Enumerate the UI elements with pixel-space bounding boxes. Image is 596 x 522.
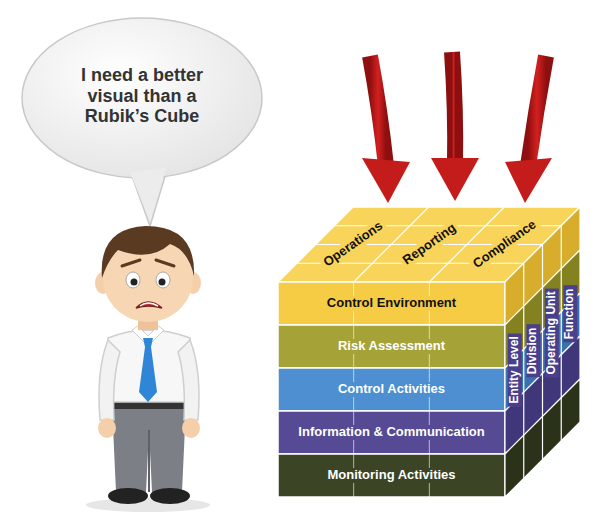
red-arrows-part <box>452 52 455 164</box>
label-text: Operating Unit <box>545 288 559 377</box>
coso-cube-part <box>542 245 543 460</box>
cartoon-man-part <box>148 430 150 492</box>
component-band: Control Environment <box>278 282 505 325</box>
cartoon-man-part <box>159 279 166 286</box>
speech-bubble-shape <box>22 18 262 226</box>
cartoon-man-part <box>99 340 120 420</box>
label-text: Division <box>526 325 540 378</box>
label-text: Reporting <box>397 219 461 270</box>
component-band: Monitoring Activities <box>278 454 505 497</box>
cartoon-man-part <box>112 405 186 492</box>
coso-cube <box>278 207 580 497</box>
label-text: Monitoring Activities <box>324 468 458 483</box>
cartoon-man-part <box>98 418 116 438</box>
red-arrows-part <box>362 158 410 203</box>
label-text: Function <box>564 285 578 342</box>
coso-cube-part <box>561 226 562 441</box>
objective-label: Reporting <box>397 219 461 270</box>
label-text: Entity Level <box>508 333 522 406</box>
coso-cube-part <box>278 325 505 368</box>
red-arrows-part <box>528 56 546 166</box>
structure-label: Entity Level <box>508 333 522 406</box>
speech-bubble-shape-part <box>130 168 166 222</box>
cartoon-man-part <box>126 272 140 288</box>
cartoon-man-part <box>139 338 157 402</box>
cartoon-man-part <box>178 340 199 420</box>
component-band: Risk Assessment <box>278 325 505 368</box>
cartoon-man <box>86 226 210 512</box>
red-arrows-part <box>431 158 479 201</box>
label-text: I need a better visual than a Rubik’s Cu… <box>67 65 217 127</box>
cartoon-man-part <box>140 303 158 306</box>
speech-bubble: I need a better visual than a Rubik’s Cu… <box>67 65 217 127</box>
cartoon-man-part <box>106 330 192 402</box>
cartoon-man-part <box>156 260 174 266</box>
structure-label: Operating Unit <box>545 288 559 377</box>
coso-cube-part <box>523 263 524 478</box>
objective-label: Compliance <box>468 215 542 273</box>
label-text: Information & Communication <box>295 425 487 440</box>
component-band: Control Activities <box>278 368 505 411</box>
cartoon-man-part <box>136 302 162 308</box>
red-arrows-part <box>370 56 386 166</box>
speech-bubble-shape-part <box>22 18 262 178</box>
label-text: Risk Assessment <box>335 339 448 354</box>
objective-label: Operations <box>318 217 388 272</box>
coso-cube-part <box>278 454 505 497</box>
label-text: Control Environment <box>324 296 459 311</box>
coso-cube-part <box>278 282 505 325</box>
cartoon-man-part <box>102 226 194 278</box>
cartoon-man-part <box>131 279 138 286</box>
cartoon-man-part <box>122 260 140 266</box>
red-arrows <box>362 52 552 203</box>
cartoon-man-part <box>182 418 200 438</box>
component-band: Information & Communication <box>278 411 505 454</box>
cartoon-man-part <box>86 498 210 512</box>
coso-cube-part <box>278 368 505 411</box>
label-text: Operations <box>318 217 388 272</box>
structure-label: Function <box>564 285 578 342</box>
cartoon-man-part <box>156 272 170 288</box>
cartoon-man-part <box>150 488 190 504</box>
label-text: Compliance <box>468 215 542 273</box>
label-text: Control Activities <box>335 382 448 397</box>
cartoon-man-part <box>108 488 148 504</box>
coso-cube-part <box>278 411 505 454</box>
red-arrows-part <box>505 158 552 203</box>
structure-label: Division <box>526 325 540 378</box>
